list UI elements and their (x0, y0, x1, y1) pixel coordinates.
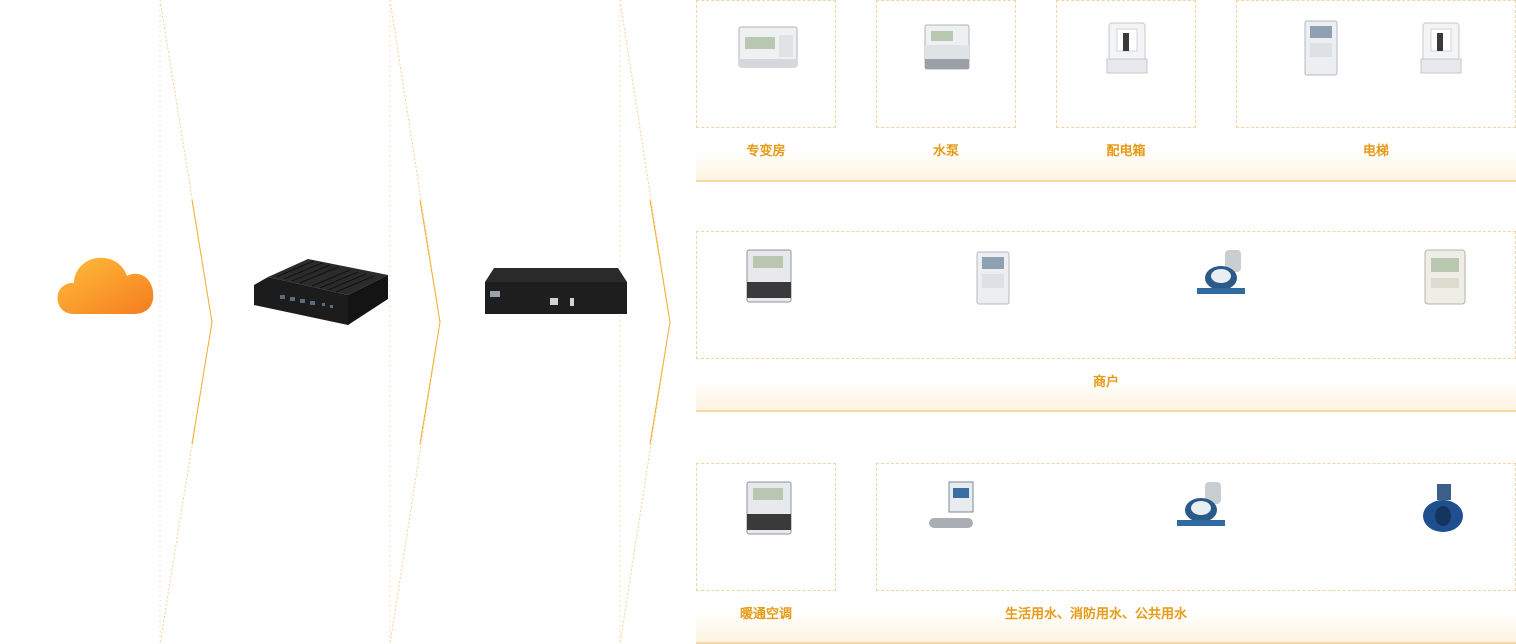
three-phase-meter-image (976, 251, 1010, 305)
ct-clamp-image (1106, 22, 1148, 74)
water-meter-image (1197, 250, 1245, 294)
transformer-room-box (696, 0, 836, 128)
row2-band (696, 380, 1516, 412)
single-phase-meter-image (746, 249, 792, 303)
electromagnetic-flowmeter-image (1423, 484, 1463, 532)
three-phase-meter-image (1304, 20, 1338, 76)
label-hvac: 暖通空调 (739, 607, 792, 622)
ct-clamp-image (1420, 22, 1462, 74)
row1-band (696, 150, 1516, 182)
industrial-pc-image (254, 259, 388, 325)
pump-box (876, 0, 1016, 128)
label-distribution-box: 配电箱 (1106, 144, 1146, 159)
elevator-box (1236, 0, 1516, 128)
cloud-icon (57, 257, 154, 314)
label-pump: 水泵 (932, 144, 959, 159)
label-elevator: 电梯 (1362, 144, 1389, 159)
label-merchant: 商户 (1092, 375, 1119, 390)
single-phase-meter-image (746, 481, 792, 535)
label-water: 生活用水、消防用水、公共用水 (1004, 607, 1187, 622)
din-meter-image (924, 24, 970, 70)
hvac-box (696, 463, 836, 591)
distribution-box-box (1056, 0, 1196, 128)
water-box (876, 463, 1516, 591)
three-phase-meter-image (1424, 249, 1466, 305)
din-meter-image (738, 26, 798, 68)
ultrasonic-flowmeter-image (929, 481, 974, 528)
flow-chevrons (159, 0, 671, 644)
label-transformer-room: 专变房 (746, 144, 786, 159)
water-meter-image (1177, 482, 1225, 526)
gateway-box-image (485, 268, 627, 314)
merchant-box (696, 231, 1516, 359)
row3-band (696, 612, 1516, 644)
